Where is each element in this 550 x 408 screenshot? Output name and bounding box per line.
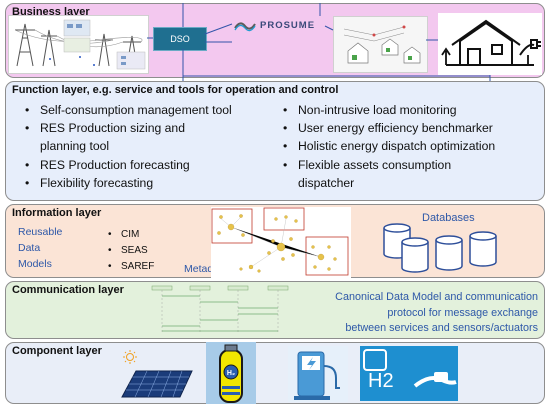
standard-item: CIM (107, 227, 154, 243)
metadata-graph (211, 207, 351, 278)
function-list-left: Self-consumption management tool RES Pro… (23, 101, 232, 192)
information-layer-title: Information layer (12, 207, 102, 219)
function-item: RES Production sizing and (23, 119, 232, 137)
function-layer-title: Function layer, e.g. service and tools f… (12, 84, 339, 96)
function-list-right: Non-intrusive load monitoring User energ… (281, 101, 495, 192)
data-label: Data (18, 242, 41, 254)
standard-item: SEAS (107, 243, 154, 259)
communication-layer: Communication layer Canonical Data Model… (5, 281, 545, 339)
models-label: Models (18, 258, 52, 270)
standards-list: CIM SEAS SAREF (107, 227, 154, 275)
reusable-label: Reusable (18, 226, 63, 238)
power-grid-collage (8, 15, 149, 74)
power-grid-icon (9, 16, 148, 73)
reusable-data-models: Reusable Data Models (18, 224, 62, 272)
ev-charger-icon (288, 346, 348, 402)
energy-network-icon (334, 17, 427, 72)
dso-box: DSO (153, 27, 207, 51)
function-item-continuation: planning tool (40, 139, 110, 154)
communication-description-line: Canonical Data Model and communication (335, 291, 538, 303)
communication-layer-title: Communication layer (12, 284, 124, 296)
database-icon (401, 237, 429, 273)
database-icon (435, 235, 463, 271)
function-item: Flexibility forecasting (23, 174, 232, 192)
database-icon (469, 231, 497, 267)
prosume-logo: PROSUME (233, 18, 325, 34)
function-item: Non-intrusive load monitoring (281, 101, 495, 119)
function-item: Holistic energy dispatch optimization (281, 137, 495, 155)
function-item: User energy efficiency benchmarker (281, 119, 495, 137)
function-item: Flexible assets consumption (281, 156, 495, 174)
communication-description-line: between services and sensors/actuators (345, 322, 538, 334)
h2-station-icon (363, 349, 457, 388)
house-panel (438, 13, 542, 75)
function-item: RES Production forecasting (23, 156, 232, 174)
sequence-diagram (151, 285, 289, 334)
h2-station-label: H2 (368, 370, 394, 392)
databases-label: Databases (422, 212, 475, 224)
communication-description: Canonical Data Model and communication p… (309, 290, 538, 337)
database-cylinders (383, 223, 497, 273)
hydrogen-tank-icon: H₂ (206, 342, 256, 404)
energy-network-collage (333, 16, 428, 73)
ontology-graph-icon (211, 207, 349, 276)
prosume-logo-text: PROSUME (260, 20, 316, 31)
function-layer: Function layer, e.g. service and tools f… (5, 81, 545, 201)
solar-panel-icon (121, 350, 193, 398)
function-item: Self-consumption management tool (23, 101, 232, 119)
function-item-continuation: dispatcher (298, 175, 355, 190)
component-layer: Component layer (5, 342, 545, 404)
communication-description-line: protocol for message exchange (387, 306, 538, 319)
h2-station-panel: H2 (360, 346, 458, 401)
house-icon (441, 19, 541, 66)
component-layer-title: Component layer (12, 345, 102, 357)
standard-item: SAREF (107, 259, 154, 275)
prosume-logo-icon (234, 22, 256, 32)
svg-text:H₂: H₂ (227, 370, 235, 377)
